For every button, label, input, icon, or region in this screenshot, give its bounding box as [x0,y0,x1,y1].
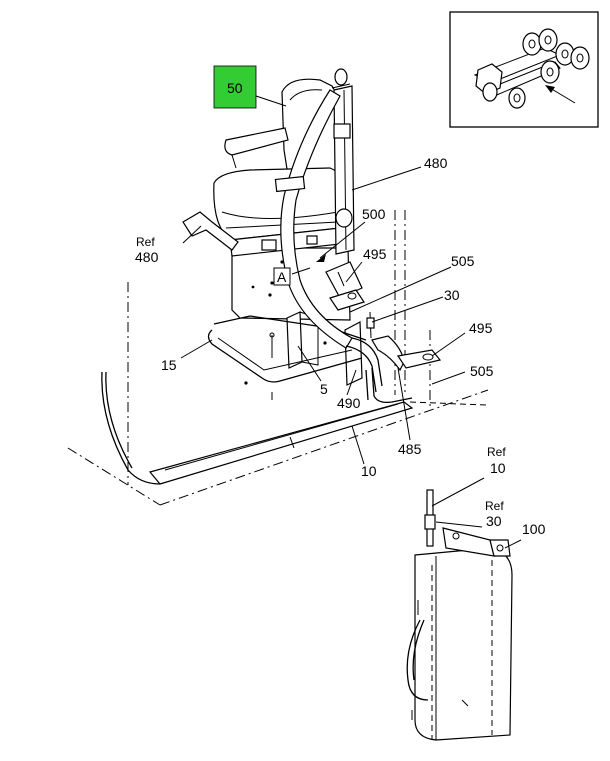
callout-500[interactable]: 500 [362,206,386,222]
callout-15[interactable]: 15 [161,357,177,373]
callout-505-upper[interactable]: 505 [451,253,475,269]
callout-495-lower[interactable]: 495 [469,320,493,336]
wiring-harness [101,261,442,485]
callouts: 50 480 Ref 480 500 A 495 505 30 495 505 … [135,65,546,537]
callout-30[interactable]: 30 [444,287,460,303]
callout-10[interactable]: 10 [361,463,377,479]
callout-490[interactable]: 490 [337,395,361,411]
callout-495-upper[interactable]: 495 [363,246,387,262]
callout-ref-10-ref: Ref [487,445,506,459]
truck-locator-inset [449,11,599,128]
callout-5[interactable]: 5 [320,381,328,397]
callout-view-a[interactable]: A [277,269,287,285]
callout-50-highlight[interactable] [213,65,257,109]
callout-480[interactable]: 480 [424,155,448,171]
callout-100[interactable]: 100 [522,521,546,537]
callout-ref-480-num[interactable]: 480 [135,249,159,265]
callout-505-lower[interactable]: 505 [470,363,494,379]
detail-view-a [406,489,513,741]
seat-belt-assembly [182,68,355,349]
callout-ref-480-ref: Ref [136,235,155,249]
callout-ref-30-num[interactable]: 30 [486,513,502,529]
callout-485[interactable]: 485 [398,441,422,457]
view-a-box [273,267,291,286]
callout-50[interactable]: 50 [227,80,243,96]
callout-ref-30-ref: Ref [485,499,504,513]
leader-lines [180,94,522,549]
seat-floor-frame [207,315,367,400]
callout-ref-10-num[interactable]: 10 [490,460,506,476]
